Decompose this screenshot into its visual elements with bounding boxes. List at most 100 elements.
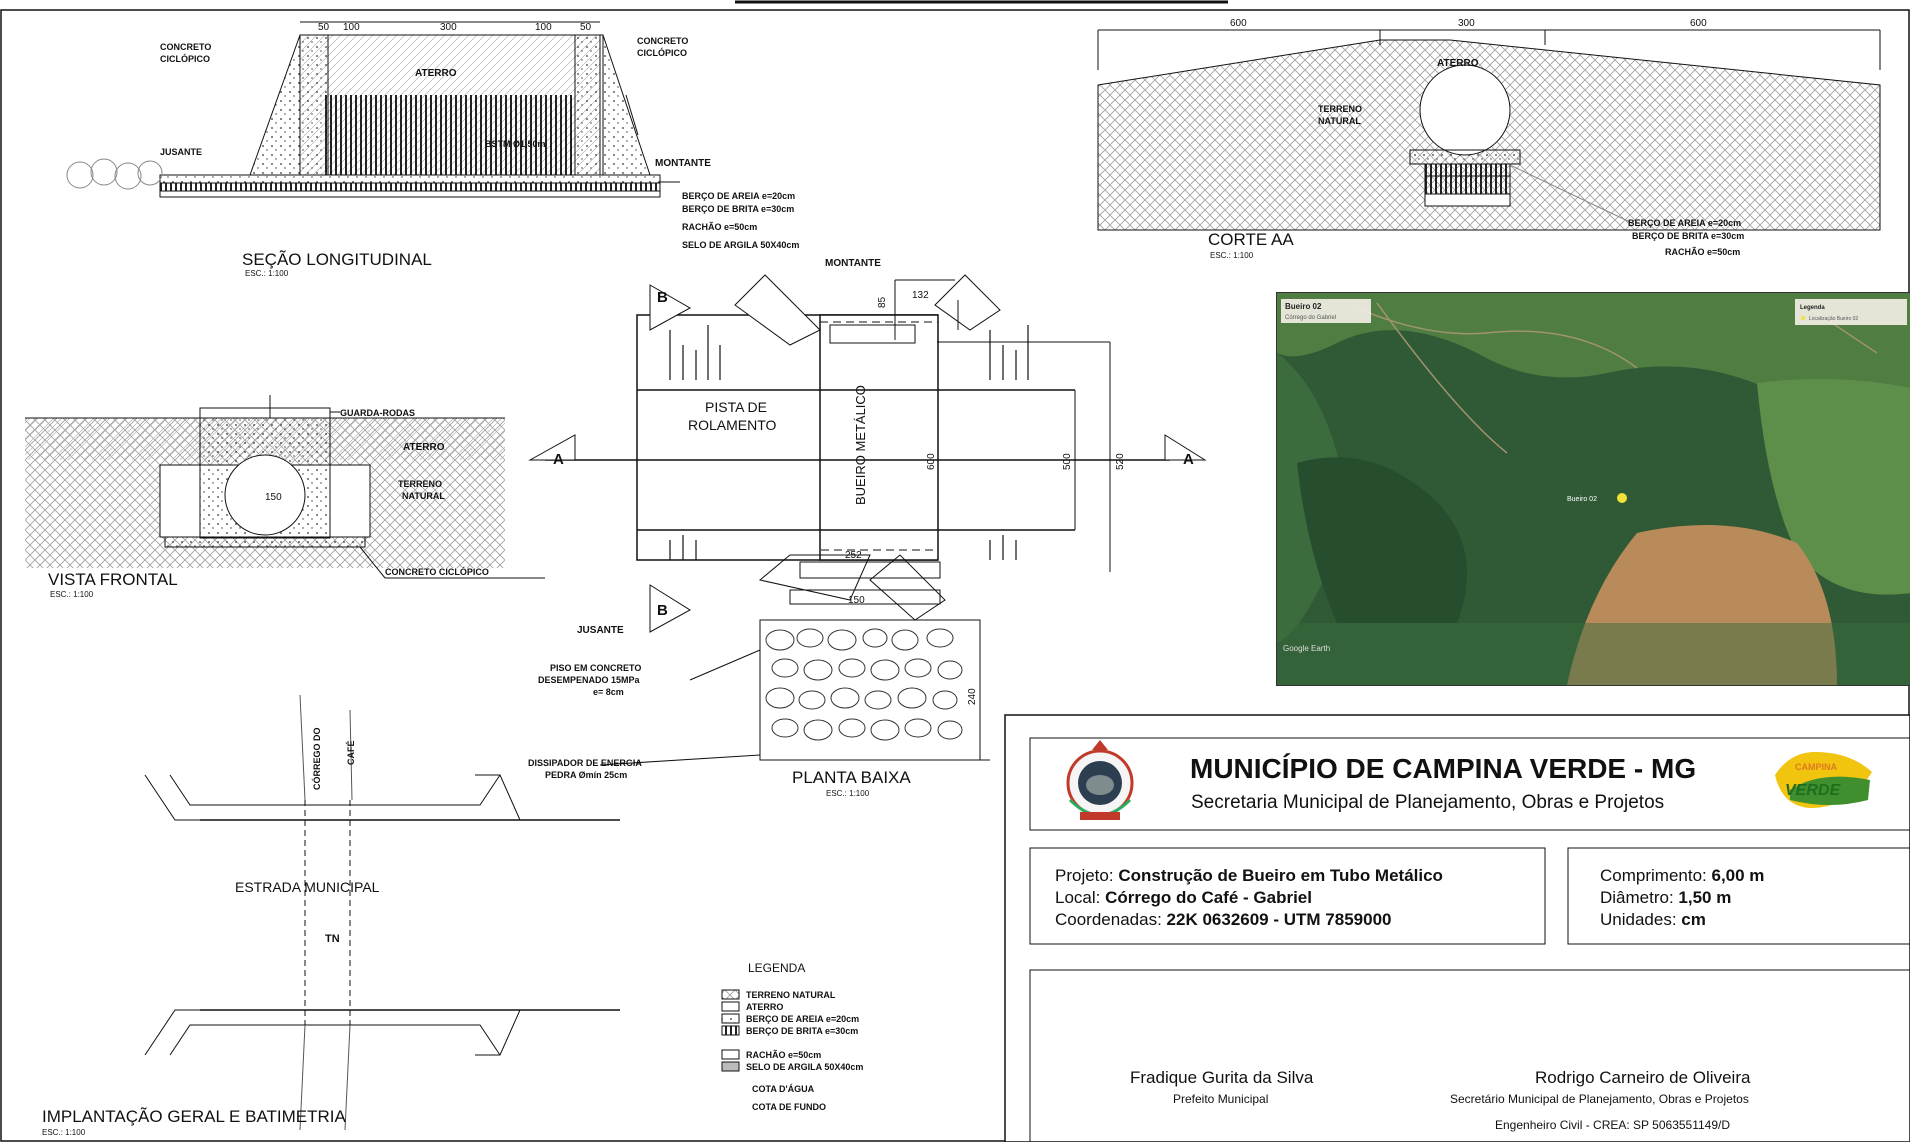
- legend-item: BERÇO DE BRITA e=30cm: [746, 1026, 858, 1036]
- drawing-title: VISTA FRONTAL: [48, 570, 178, 589]
- drawing-scale: ESC.: 1:100: [42, 1128, 86, 1137]
- diametro-value: 1,50 m: [1678, 888, 1732, 907]
- unidades-value: cm: [1681, 910, 1706, 929]
- signature-role-secretario: Secretário Municipal de Planejamento, Ob…: [1450, 1092, 1749, 1106]
- municipality-title: MUNICÍPIO DE CAMPINA VERDE - MG: [1190, 753, 1697, 784]
- label-concreto: CONCRETO: [160, 42, 211, 52]
- legend-item: COTA DE FUNDO: [752, 1102, 826, 1112]
- label-berco-areia: BERÇO DE AREIA e=20cm: [682, 191, 795, 201]
- label-terreno: TERRENO: [398, 479, 442, 489]
- label-aterro: ATERRO: [415, 68, 457, 79]
- coordinates-label: Coordenadas:: [1055, 910, 1162, 929]
- dim-label: 150: [265, 492, 282, 503]
- label-piso: DESEMPENADO 15MPa: [538, 675, 641, 685]
- label-dissipador: PEDRA Ømín 25cm: [545, 770, 627, 780]
- satellite-map[interactable]: Bueiro 02 Bueiro 02 Córrego do Gabriel L…: [1276, 292, 1910, 686]
- map-credit: Google Earth: [1283, 644, 1330, 653]
- local-value: Córrego do Café - Gabriel: [1105, 888, 1312, 907]
- dim-label: 240: [967, 688, 978, 705]
- map-legend-item: Localização Bueiro 02: [1809, 316, 1858, 322]
- drawing-title: SEÇÃO LONGITUDINAL: [242, 250, 432, 269]
- dim-label: 50: [318, 22, 330, 33]
- coordinates-value: 22K 0632609 - UTM 7859000: [1166, 910, 1392, 929]
- legend-item: SELO DE ARGILA 50X40cm: [746, 1062, 863, 1072]
- secao-longitudinal-drawing: 50 100 300 100 50 CONCRETO CICLÓPICO CON…: [66, 21, 799, 278]
- campina-verde-logo: CAMPINA VERDE: [1775, 752, 1872, 808]
- drawing-scale: ESC.: 1:100: [1210, 251, 1254, 260]
- logo-text: CAMPINA: [1795, 762, 1837, 772]
- label-pista: ROLAMENTO: [688, 417, 777, 433]
- label-tube: BSTM Ø1,50m: [485, 139, 546, 149]
- coordinates-line: Coordenadas: 22K 0632609 - UTM 7859000: [1055, 910, 1391, 930]
- map-legend-title: Legenda: [1800, 305, 1825, 311]
- unidades-label: Unidades:: [1600, 910, 1677, 929]
- label-estrada: ESTRADA MUNICIPAL: [235, 879, 380, 895]
- comprimento-label: Comprimento:: [1600, 866, 1707, 885]
- label-natural: NATURAL: [402, 491, 445, 501]
- label-natural: NATURAL: [1318, 116, 1361, 126]
- legend-item: BERÇO DE AREIA e=20cm: [746, 1014, 859, 1024]
- project-label: Projeto:: [1055, 866, 1114, 885]
- label-aterro: ATERRO: [1437, 58, 1479, 69]
- dim-label: 600: [1690, 18, 1707, 29]
- local-line: Local: Córrego do Café - Gabriel: [1055, 888, 1312, 908]
- planta-baixa-drawing: PISTA DE ROLAMENTO BUEIRO METÁLICO MONTA…: [528, 258, 1207, 798]
- label-piso: PISO EM CONCRETO: [550, 663, 641, 673]
- project-value: Construção de Bueiro em Tubo Metálico: [1118, 866, 1443, 885]
- marker-tn: TN: [325, 933, 340, 945]
- label-corrego: CÓRREGO DO: [311, 727, 322, 790]
- signature-crea: Engenheiro Civil - CREA: SP 5063551149/D: [1495, 1118, 1731, 1132]
- corte-aa-drawing: 600 300 600 ATERRO TERRENO NATURAL BERÇO…: [1097, 18, 1881, 260]
- label-aterro: ATERRO: [403, 442, 445, 453]
- section-mark-b: B: [657, 602, 668, 619]
- dim-label: 500: [1062, 453, 1073, 470]
- dim-label: 50: [580, 22, 592, 33]
- unidades-line: Unidades: cm: [1600, 910, 1706, 930]
- vista-frontal-drawing: GUARDA-RODAS ATERRO TERRENO NATURAL CONC…: [25, 395, 545, 599]
- label-rachao: RACHÃO e=50cm: [1665, 247, 1740, 257]
- dim-label: 100: [343, 22, 360, 33]
- signature-name-prefeito: Fradique Gurita da Silva: [1130, 1068, 1314, 1087]
- section-mark-b: B: [657, 289, 668, 306]
- drawing-title: PLANTA BAIXA: [792, 768, 911, 787]
- map-marker-label: Bueiro 02: [1567, 496, 1597, 503]
- label-montante: MONTANTE: [655, 158, 711, 169]
- label-jusante: JUSANTE: [160, 147, 202, 157]
- label-concreto: CONCRETO CICLÓPICO: [385, 566, 489, 577]
- title-block-frame: [1004, 714, 1910, 1142]
- label-guarda-rodas: GUARDA-RODAS: [340, 408, 415, 418]
- label-terreno: TERRENO: [1318, 104, 1362, 114]
- label-selo: SELO DE ARGILA 50X40cm: [682, 240, 799, 250]
- dim-label: 300: [1458, 18, 1475, 29]
- implantacao-drawing: ESTRADA MUNICIPAL CÓRREGO DO CAFÉ TN IMP…: [42, 694, 620, 1137]
- dim-label: 600: [926, 453, 937, 470]
- label-jusante: JUSANTE: [577, 625, 624, 636]
- drawing-title: CORTE AA: [1208, 230, 1294, 249]
- dim-label: 252: [845, 550, 862, 561]
- dim-label: 600: [1230, 18, 1247, 29]
- diametro-line: Diâmetro: 1,50 m: [1600, 888, 1731, 908]
- drawing-scale: ESC.: 1:100: [826, 789, 870, 798]
- label-concreto: CONCRETO: [637, 36, 688, 46]
- label-berco-brita: BERÇO DE BRITA e=30cm: [1632, 231, 1744, 241]
- map-imagery: Bueiro 02 Bueiro 02 Córrego do Gabriel L…: [1277, 293, 1910, 685]
- legend-item: TERRENO NATURAL: [746, 990, 836, 1000]
- map-subtitle: Córrego do Gabriel: [1285, 315, 1336, 321]
- secretariat-title: Secretaria Municipal de Planejamento, Ob…: [1191, 792, 1665, 813]
- legend: LEGENDA TERRENO NATURAL ATERRO BERÇO DE …: [721, 961, 863, 1112]
- drawing-title: IMPLANTAÇÃO GERAL E BATIMETRIA: [42, 1107, 347, 1126]
- dim-label: 150: [848, 595, 865, 606]
- map-title: Bueiro 02: [1285, 302, 1322, 311]
- label-dissipador: DISSIPADOR DE ENERGIA: [528, 758, 642, 768]
- legend-title: LEGENDA: [748, 961, 805, 975]
- label-ciclopico: CICLÓPICO: [160, 53, 210, 64]
- comprimento-value: 6,00 m: [1711, 866, 1765, 885]
- dim-label: 132: [912, 290, 929, 301]
- dim-label: 85: [877, 296, 888, 308]
- label-ciclopico: CICLÓPICO: [637, 47, 687, 58]
- label-pista: PISTA DE: [705, 399, 767, 415]
- comprimento-line: Comprimento: 6,00 m: [1600, 866, 1764, 886]
- label-piso: e= 8cm: [593, 687, 624, 697]
- drawing-scale: ESC.: 1:100: [245, 269, 289, 278]
